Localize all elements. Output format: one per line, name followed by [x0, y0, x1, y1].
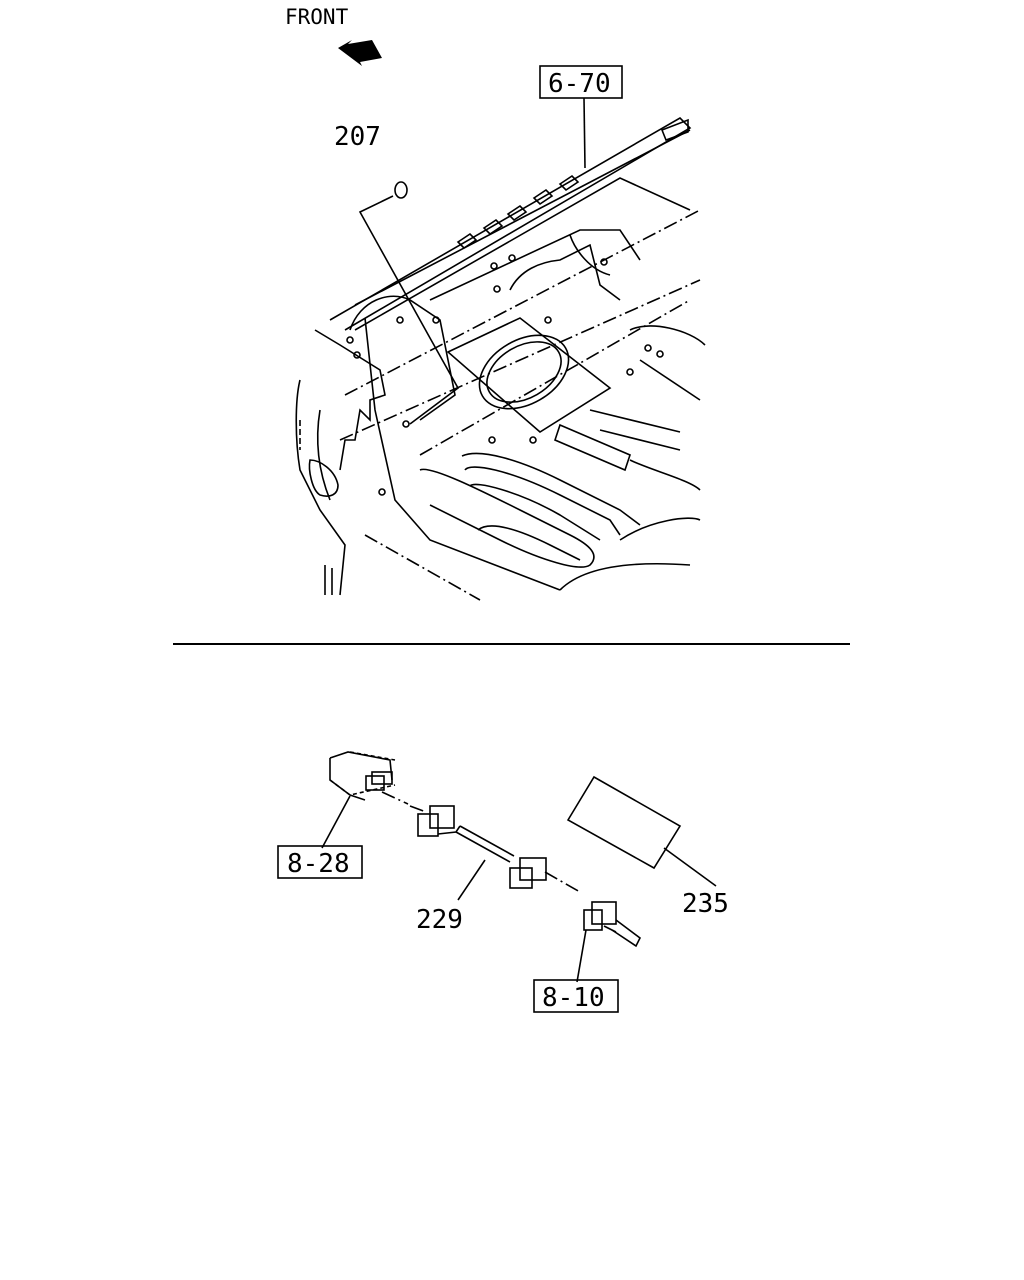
ref-box-8-28: 8-28: [277, 795, 363, 879]
front-label: FRONT: [285, 5, 349, 29]
grommet-part: [358, 181, 460, 425]
callout-235: 235: [682, 889, 729, 919]
ref-box-8-10: 8-10: [533, 929, 619, 1013]
ref-6-70-text: 6-70: [548, 69, 611, 99]
harness-leader: [457, 859, 486, 901]
connector-part: [583, 901, 642, 948]
harness-part: [409, 805, 581, 893]
ref-8-10-text: 8-10: [542, 983, 605, 1013]
label-sheet-part: [566, 775, 717, 887]
front-arrow-icon: [338, 40, 382, 66]
callout-229: 229: [416, 905, 463, 935]
callout-207: 207: [334, 122, 381, 152]
ref-box-6-70: 6-70: [539, 65, 623, 169]
floor-frame-illustration: [295, 117, 706, 601]
ref-8-28-text: 8-28: [287, 849, 350, 879]
module-part: [329, 751, 409, 805]
